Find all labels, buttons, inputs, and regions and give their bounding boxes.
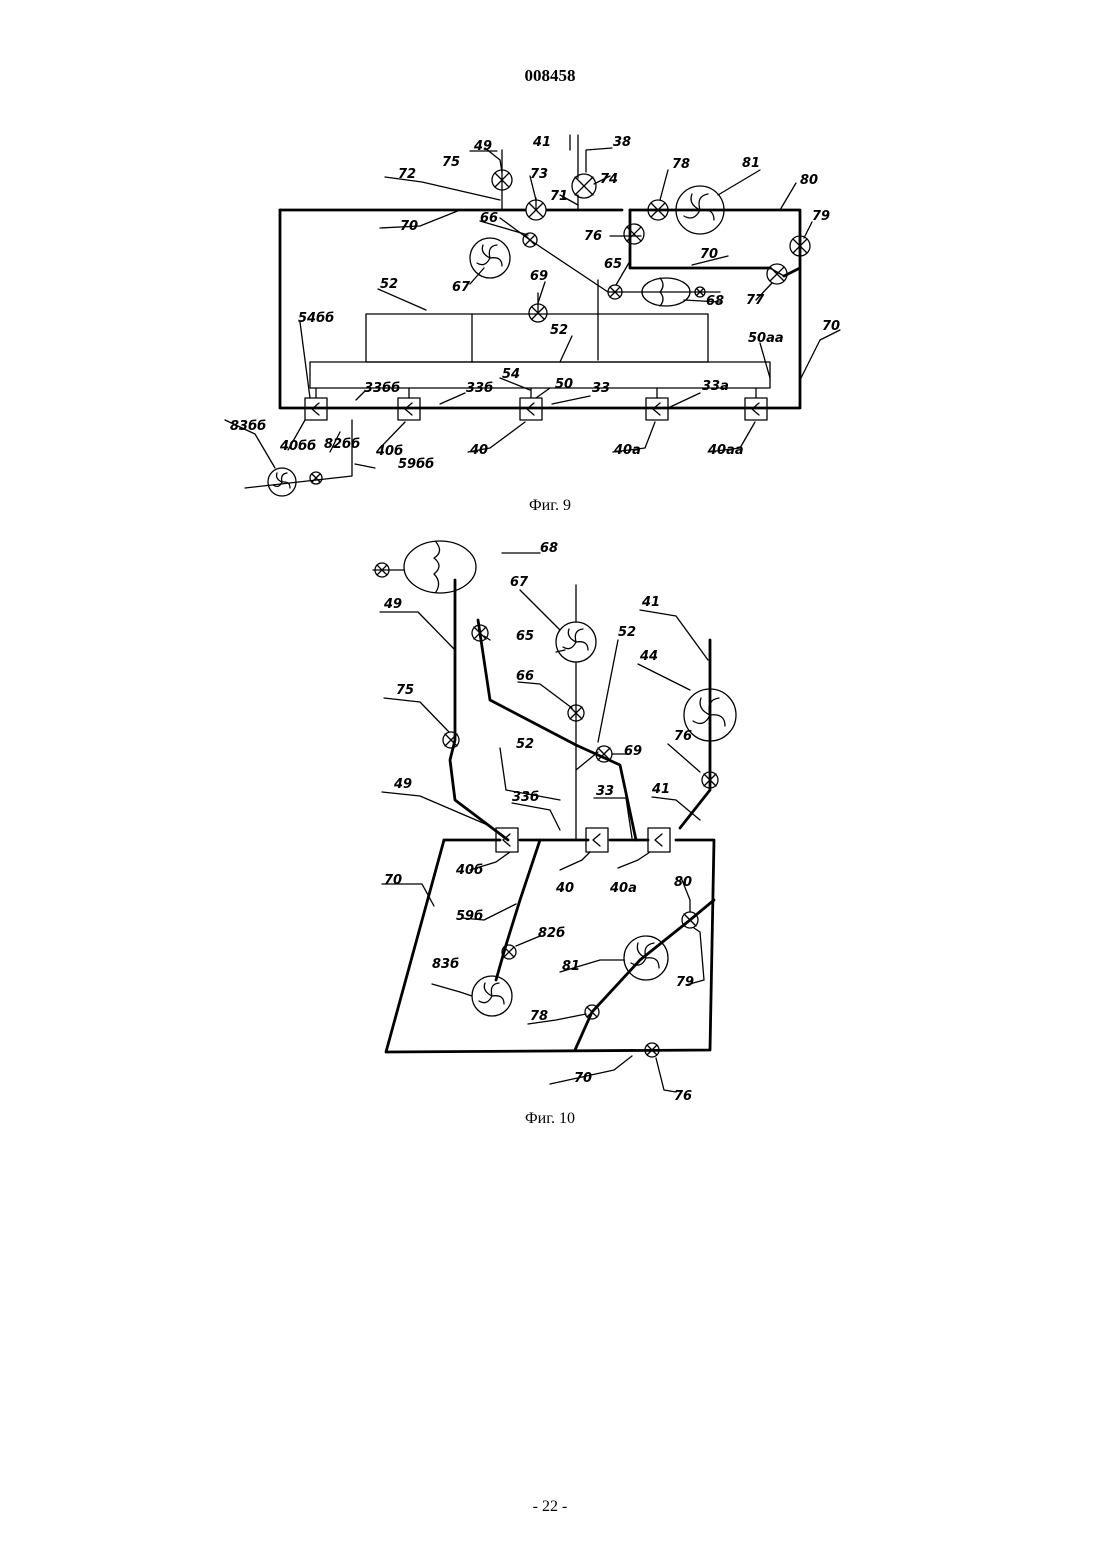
label-49-top: 49 [383, 597, 402, 612]
label-54bb: 54бб [298, 311, 334, 326]
valve-78 [585, 1005, 599, 1019]
label-41-top: 41 [641, 595, 660, 610]
compressor-68 [404, 541, 476, 593]
label-41-mid: 41 [651, 782, 670, 797]
label-82bb: 82бб [324, 437, 360, 452]
label-50aa: 50aa [748, 331, 784, 346]
valve-74 [572, 174, 596, 198]
label-33b: 33б [512, 790, 539, 805]
label-80: 80 [800, 173, 818, 188]
label-50: 50 [555, 377, 573, 392]
label-54: 54 [502, 367, 520, 382]
label-71: 71 [550, 189, 568, 204]
label-78: 78 [530, 1009, 548, 1024]
fan-83b [472, 976, 512, 1016]
fig9-labels: 49 41 38 75 72 73 74 71 78 81 80 79 70 6… [230, 135, 840, 472]
label-75: 75 [396, 683, 414, 698]
label-82b: 82б [538, 926, 565, 941]
valve-66 [523, 233, 537, 247]
page-number: - 22 - [0, 1498, 1100, 1516]
label-33bb: 33бб [364, 381, 400, 396]
valve-76 [624, 224, 644, 244]
label-83bb: 83бб [230, 419, 266, 434]
label-40a: 40a [609, 881, 637, 896]
label-79: 79 [812, 209, 830, 224]
label-41: 41 [532, 135, 551, 150]
valve-77 [767, 264, 787, 284]
label-52-mid: 52 [516, 737, 534, 752]
fan-81 [624, 936, 668, 980]
figure-9-diagram: 49 41 38 75 72 73 74 71 78 81 80 79 70 6… [0, 120, 1100, 500]
label-33a: 33a [702, 379, 729, 394]
fan-67 [470, 238, 510, 278]
figure-10-caption: Фиг. 10 [0, 1110, 1100, 1128]
label-76-bottom: 76 [674, 1089, 692, 1104]
label-70-mid: 70 [700, 247, 718, 262]
label-40: 40 [469, 443, 488, 458]
label-33b: 33б [466, 381, 493, 396]
label-38: 38 [613, 135, 631, 150]
label-75: 75 [442, 155, 460, 170]
label-40aa: 40aa [707, 443, 744, 458]
label-76-top: 76 [674, 729, 692, 744]
label-73: 73 [530, 167, 548, 182]
label-79: 79 [676, 975, 694, 990]
label-68: 68 [706, 294, 724, 309]
label-33: 33 [596, 784, 614, 799]
label-77: 77 [746, 293, 765, 308]
label-66: 66 [480, 211, 498, 226]
label-59bb: 59бб [398, 457, 434, 472]
label-66: 66 [516, 669, 534, 684]
valve-79 [682, 912, 698, 928]
valve-82bb [310, 472, 322, 484]
label-69: 69 [624, 744, 642, 759]
pipe-70-frame [386, 580, 714, 1052]
fig10-labels: 68 67 49 41 65 52 44 75 66 69 76 52 49 3… [383, 541, 694, 1104]
label-52-top: 52 [380, 277, 398, 292]
label-70-left: 70 [384, 873, 402, 888]
label-52-top: 52 [618, 625, 636, 640]
document-number: 008458 [0, 66, 1100, 86]
label-65: 65 [516, 629, 534, 644]
figure-9-caption: Фиг. 9 [0, 497, 1100, 515]
label-49-mid: 49 [393, 777, 412, 792]
label-49: 49 [473, 139, 492, 154]
label-33: 33 [592, 381, 610, 396]
label-83b: 83б [432, 957, 459, 972]
label-40b: 40б [455, 863, 483, 878]
label-67: 67 [510, 575, 529, 590]
label-74: 74 [600, 172, 618, 187]
label-67: 67 [452, 280, 471, 295]
label-78: 78 [672, 157, 690, 172]
label-65: 65 [604, 257, 622, 272]
label-70-top: 70 [400, 219, 418, 234]
valve-75 [443, 732, 459, 748]
label-59b: 59б [456, 909, 483, 924]
label-68: 68 [540, 541, 558, 556]
label-72: 72 [398, 167, 416, 182]
label-70-bottom: 70 [574, 1071, 592, 1086]
label-70-right: 70 [822, 319, 840, 334]
fan-83bb [268, 468, 296, 496]
label-40a: 40a [613, 443, 641, 458]
label-40bb: 40бб [279, 439, 316, 454]
label-69: 69 [530, 269, 548, 284]
label-81: 81 [742, 156, 760, 171]
label-40: 40 [555, 881, 574, 896]
label-80: 80 [674, 875, 692, 890]
label-81: 81 [562, 959, 580, 974]
label-44: 44 [639, 649, 658, 664]
label-52-bus: 52 [550, 323, 568, 338]
fan-67 [556, 622, 596, 662]
figure-10-diagram: 68 67 49 41 65 52 44 75 66 69 76 52 49 3… [0, 530, 1100, 1110]
label-76: 76 [584, 229, 602, 244]
